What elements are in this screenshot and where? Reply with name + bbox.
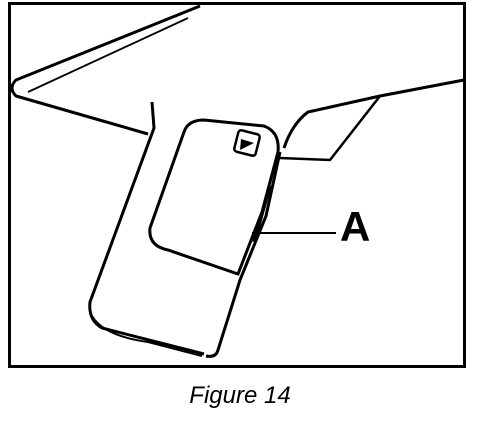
housing-top-inner-line [27, 17, 189, 93]
figure-illustration [8, 2, 466, 368]
figure-border [8, 2, 466, 368]
device-right-edge [205, 151, 282, 358]
device-left-edge [88, 101, 205, 356]
diagram-drawing [8, 2, 466, 368]
figure-caption: Figure 14 [189, 382, 291, 409]
latch-button-icon [233, 129, 261, 157]
housing-right-recess [279, 95, 381, 162]
device-bottom-lip [91, 315, 203, 357]
housing-top-edge [10, 4, 201, 136]
housing-right-edge [282, 78, 465, 149]
cover-panel [148, 118, 280, 276]
callout-label-a: A [340, 203, 371, 250]
